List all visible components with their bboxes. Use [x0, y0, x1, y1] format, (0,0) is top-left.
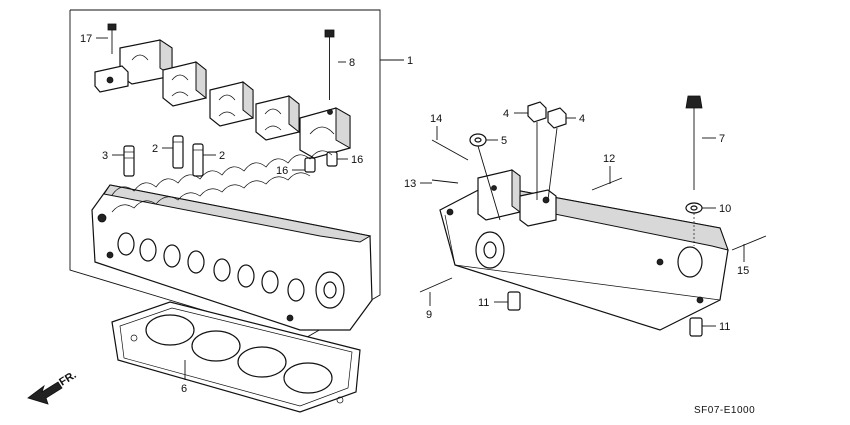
camshaft-holder-1 [94, 39, 173, 93]
callout-9: 9 [426, 309, 432, 321]
camshaft-holder-3 [209, 80, 254, 127]
dowel-16a [304, 157, 316, 173]
nut-4a [527, 101, 547, 123]
bolt-17 [107, 23, 117, 54]
drawing-code: SF07-E1000 [694, 405, 755, 416]
washer-5 [469, 133, 501, 221]
stud-12 [591, 177, 623, 191]
bolt-8 [324, 29, 335, 100]
stud-9 [419, 277, 453, 293]
camshaft-holder-5 [299, 107, 351, 159]
valve-guide-3 [123, 145, 135, 177]
callout-2a: 2 [152, 143, 158, 155]
camshaft-holder-2 [162, 60, 207, 107]
valve-guide-2a [172, 135, 184, 169]
nut-4b [547, 107, 567, 129]
leader-lines [96, 37, 745, 380]
callout-13: 13 [404, 178, 416, 190]
callout-5: 5 [501, 135, 507, 147]
valve-guide-2b [192, 143, 204, 177]
callout-7: 7 [719, 133, 725, 145]
callouts: 1 2 2 3 4 4 5 6 7 8 9 10 11 11 12 13 14 … [80, 33, 749, 395]
stud-15 [731, 235, 767, 251]
callout-4a: 4 [503, 108, 509, 120]
dowel-16b [326, 151, 338, 167]
callout-10: 10 [719, 203, 731, 215]
callout-15: 15 [737, 265, 749, 277]
dowel-11a [507, 291, 521, 311]
callout-12: 12 [603, 153, 615, 165]
dowel-11b [689, 317, 703, 337]
callout-8: 8 [349, 57, 355, 69]
callout-3: 3 [102, 150, 108, 162]
cylinder-head-left [91, 150, 373, 331]
camshaft-holder-4 [255, 94, 300, 141]
front-arrow-icon [27, 381, 63, 405]
callout-14: 14 [430, 113, 442, 125]
callout-17: 17 [80, 33, 92, 45]
callout-16b: 16 [351, 154, 363, 166]
callout-6: 6 [181, 383, 187, 395]
cylinder-head-right [439, 169, 729, 331]
stud-14 [431, 139, 469, 161]
callout-2b: 2 [219, 150, 225, 162]
washer-10 [685, 202, 703, 246]
callout-11a: 11 [478, 297, 489, 309]
head-gasket [111, 301, 361, 413]
bolt-7 [685, 95, 703, 190]
callout-16a: 16 [276, 165, 288, 177]
front-direction-indicator: FR. [27, 369, 79, 405]
callout-1: 1 [407, 55, 413, 67]
callout-11b: 11 [719, 321, 730, 333]
callout-4b: 4 [579, 113, 585, 125]
stud-13 [431, 179, 459, 184]
